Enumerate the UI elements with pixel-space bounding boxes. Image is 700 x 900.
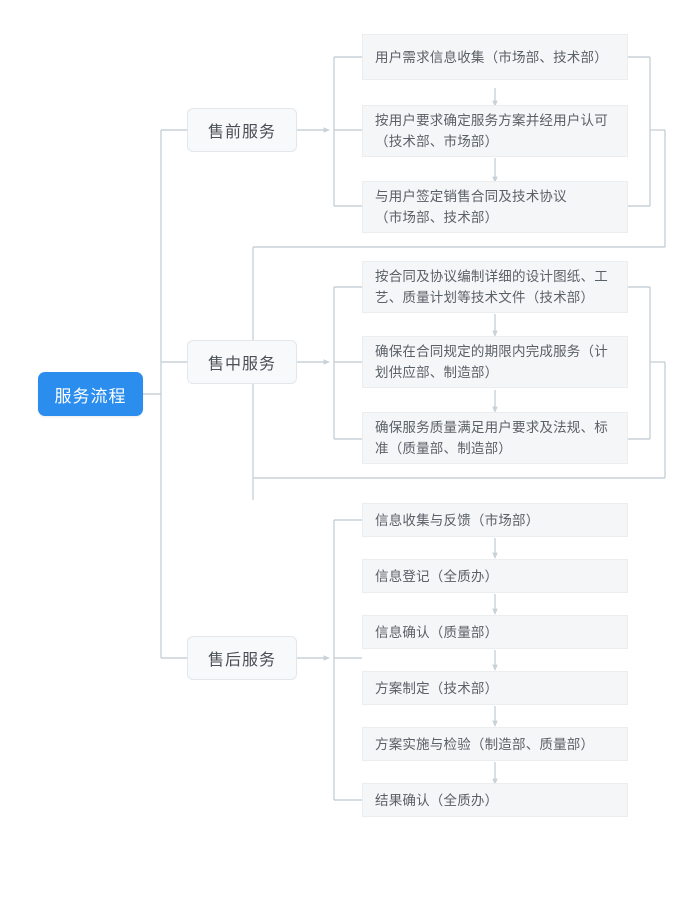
step-box[interactable]: 方案制定（技术部） bbox=[362, 671, 628, 705]
step-label: 信息确认（质量部） bbox=[375, 624, 499, 640]
step-label: 与用户签定销售合同及技术协议 （市场部、技术部） bbox=[375, 189, 567, 225]
step-box[interactable]: 与用户签定销售合同及技术协议 （市场部、技术部） bbox=[362, 181, 628, 233]
step-label: 方案实施与检验（制造部、质量部） bbox=[375, 736, 595, 752]
step-box[interactable]: 按合同及协议编制详细的设计图纸、工 艺、质量计划等技术文件（技术部） bbox=[362, 261, 628, 313]
category-node-presales[interactable]: 售前服务 bbox=[187, 108, 297, 152]
category-label: 售前服务 bbox=[207, 124, 276, 141]
step-label: 确保在合同规定的期限内完成服务（计 划供应部、制造部） bbox=[375, 344, 608, 380]
step-label: 方案制定（技术部） bbox=[375, 680, 499, 696]
step-label: 信息登记（全质办） bbox=[375, 568, 499, 584]
step-label: 按用户要求确定服务方案并经用户认可 （技术部、市场部） bbox=[375, 113, 608, 149]
step-label: 信息收集与反馈（市场部） bbox=[375, 512, 540, 528]
step-box[interactable]: 信息登记（全质办） bbox=[362, 559, 628, 593]
step-label: 结果确认（全质办） bbox=[375, 792, 499, 808]
category-label: 售中服务 bbox=[207, 356, 276, 373]
step-box[interactable]: 信息确认（质量部） bbox=[362, 615, 628, 649]
category-node-midsales[interactable]: 售中服务 bbox=[187, 340, 297, 384]
step-label: 确保服务质量满足用户要求及法规、标 准（质量部、制造部） bbox=[375, 420, 608, 456]
root-node-service-process[interactable]: 服务流程 bbox=[38, 372, 143, 416]
step-label: 用户需求信息收集（市场部、技术部） bbox=[375, 49, 608, 65]
step-box[interactable]: 按用户要求确定服务方案并经用户认可 （技术部、市场部） bbox=[362, 105, 628, 157]
step-box[interactable]: 确保服务质量满足用户要求及法规、标 准（质量部、制造部） bbox=[362, 412, 628, 464]
step-box[interactable]: 结果确认（全质办） bbox=[362, 783, 628, 817]
step-box[interactable]: 确保在合同规定的期限内完成服务（计 划供应部、制造部） bbox=[362, 336, 628, 388]
step-label: 按合同及协议编制详细的设计图纸、工 艺、质量计划等技术文件（技术部） bbox=[375, 269, 608, 305]
step-box[interactable]: 方案实施与检验（制造部、质量部） bbox=[362, 727, 628, 761]
category-node-aftersales[interactable]: 售后服务 bbox=[187, 636, 297, 680]
root-node-label: 服务流程 bbox=[54, 386, 127, 406]
step-box[interactable]: 信息收集与反馈（市场部） bbox=[362, 503, 628, 537]
category-label: 售后服务 bbox=[207, 652, 276, 669]
step-box[interactable]: 用户需求信息收集（市场部、技术部） bbox=[362, 34, 628, 80]
